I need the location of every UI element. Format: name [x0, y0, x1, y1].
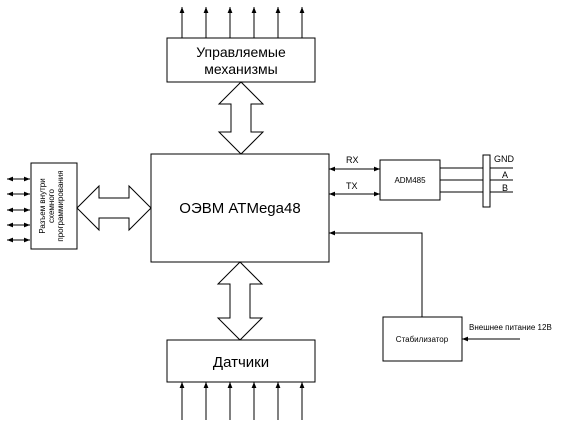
- tx-label: TX: [346, 181, 358, 191]
- controlled-mechanisms-label-line2: механизмы: [204, 61, 277, 77]
- stabilizer-label: Стабилизатор: [396, 335, 449, 344]
- sensors-label: Датчики: [213, 354, 269, 371]
- cpu-label: ОЭВМ ATMega48: [179, 200, 300, 217]
- terminal-block: [482, 154, 491, 208]
- sensor-input-arrows: [179, 382, 305, 420]
- connector-pin-arrows: [7, 176, 30, 243]
- adm485-label: ADM485: [394, 176, 426, 185]
- gnd-label: GND: [494, 154, 515, 164]
- rx-label: RX: [346, 155, 359, 165]
- line-a-label: A: [502, 170, 508, 180]
- controlled-mechanisms-label-line1: Управляемые: [196, 44, 286, 60]
- external-power-label: Внешнее питание 12В: [469, 323, 552, 332]
- connector-cpu-bus-arrow: [76, 184, 152, 232]
- stabilizer-block: Стабилизатор: [382, 316, 463, 362]
- controlled-mechanisms-block: Управляемые механизмы: [166, 37, 316, 83]
- sensors-block: Датчики: [166, 339, 316, 383]
- mechanism-output-arrows: [179, 7, 305, 38]
- power-feed-line: [329, 230, 423, 317]
- connector-label-line1: Разъем внутри: [38, 178, 47, 233]
- line-b-label: B: [502, 183, 508, 193]
- rs485-lines: [440, 167, 513, 193]
- connector-label-line3: программирования: [56, 170, 65, 241]
- adm485-block: ADM485: [379, 159, 441, 201]
- programming-connector-block: Разъем внутри схемного программирования: [30, 162, 78, 250]
- connector-label-line2: схемного: [47, 188, 56, 222]
- cpu-mechanisms-bus-arrow: [217, 81, 265, 155]
- cpu-sensors-bus-arrow: [216, 261, 264, 341]
- uart-lines: RX TX: [329, 155, 380, 197]
- cpu-block: ОЭВМ ATMega48: [150, 153, 330, 263]
